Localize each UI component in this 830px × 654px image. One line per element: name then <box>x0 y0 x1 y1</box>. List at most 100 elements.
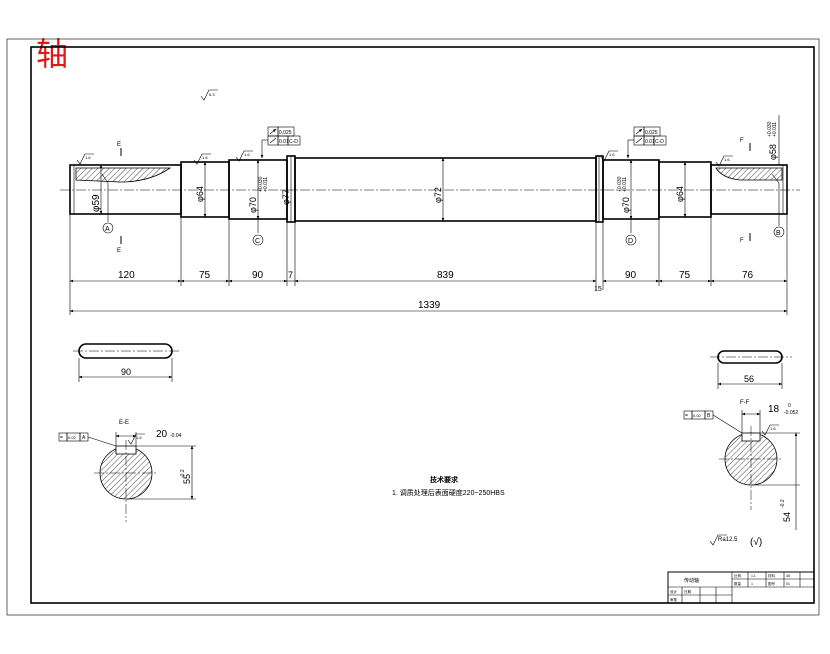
svg-text:=: = <box>685 413 688 419</box>
outer-border <box>6 38 820 616</box>
svg-text:1:1: 1:1 <box>751 574 756 578</box>
svg-text:B: B <box>707 413 711 419</box>
svg-text:Ra12.5: Ra12.5 <box>718 537 738 543</box>
drawing-title: 轴 <box>36 35 69 73</box>
svg-text:审核: 审核 <box>670 597 678 602</box>
svg-text:20: 20 <box>156 429 168 440</box>
svg-text:76: 76 <box>742 270 754 281</box>
svg-text:839: 839 <box>437 270 454 281</box>
svg-text:0.025: 0.025 <box>645 130 658 136</box>
svg-text:55: 55 <box>182 474 192 484</box>
svg-text:材料: 材料 <box>768 573 776 578</box>
section-f-f: F-F 18 0 -0.052 1.6 54 -0.2 = 0.02 B <box>683 400 800 530</box>
svg-text:15: 15 <box>594 286 602 293</box>
svg-text:-0.052: -0.052 <box>784 410 798 416</box>
datum-c-marker: C <box>252 219 264 246</box>
svg-text:E: E <box>117 142 121 148</box>
svg-text:+0.030: +0.030 <box>617 176 623 192</box>
svg-text:+0.011: +0.011 <box>263 177 269 192</box>
svg-text:7: 7 <box>288 270 293 280</box>
svg-text:75: 75 <box>679 270 691 281</box>
svg-text:比例: 比例 <box>734 573 742 578</box>
svg-text:数量: 数量 <box>734 581 742 586</box>
svg-text:C-D: C-D <box>289 139 298 145</box>
svg-text:6.3: 6.3 <box>209 92 215 97</box>
length-dims: 120 75 90 7 839 15 90 75 76 1339 <box>69 214 788 315</box>
svg-text:90: 90 <box>625 270 637 281</box>
svg-text:(√): (√) <box>750 536 762 548</box>
gdt-frame-right: 0.025 0.01 C-D <box>626 126 667 159</box>
svg-text:+0.030: +0.030 <box>767 121 773 137</box>
default-surface-mark: Ra12.5 (√) <box>709 534 762 548</box>
datum-a-marker: A <box>102 183 114 234</box>
svg-text:φ64: φ64 <box>675 186 685 202</box>
svg-text:1.6: 1.6 <box>609 152 615 157</box>
svg-text:φ70: φ70 <box>248 197 258 213</box>
svg-text:D: D <box>628 238 633 245</box>
svg-text:φ70: φ70 <box>621 197 631 213</box>
svg-text:1: 1 <box>751 582 753 586</box>
section-cut-f: F F <box>740 138 751 244</box>
technical-notes: 技术要求 1. 调质处理后表面硬度220~250HBS <box>392 475 505 497</box>
svg-text:0.01: 0.01 <box>279 139 289 145</box>
svg-text:E: E <box>117 248 121 254</box>
svg-text:φ59: φ59 <box>91 194 102 212</box>
svg-text:=: = <box>60 435 63 441</box>
svg-text:F-F: F-F <box>740 400 750 406</box>
svg-text:1.6: 1.6 <box>202 155 208 160</box>
svg-text:90: 90 <box>252 270 264 281</box>
svg-text:日期: 日期 <box>684 589 692 594</box>
svg-text:0.025: 0.025 <box>279 130 292 136</box>
svg-text:1.6: 1.6 <box>244 152 250 157</box>
svg-text:φ72: φ72 <box>433 187 443 203</box>
svg-text:01: 01 <box>786 582 790 586</box>
svg-text:技术要求: 技术要求 <box>430 475 459 484</box>
svg-text:φ58: φ58 <box>768 144 778 160</box>
svg-text:0.01: 0.01 <box>645 139 655 145</box>
svg-text:18: 18 <box>768 404 780 415</box>
section-e-e: E-E 20 -0.04 1.6 55 -0.2 = 0.02 A <box>58 420 196 522</box>
gdt-frame-left: 0.025 0.01 C-D <box>260 126 301 159</box>
svg-text:-0.2: -0.2 <box>780 499 786 508</box>
svg-text:56: 56 <box>744 374 754 384</box>
svg-text:75: 75 <box>199 270 211 281</box>
shaft-main-view <box>60 155 800 223</box>
svg-text:图号: 图号 <box>768 581 776 586</box>
svg-text:F: F <box>740 238 744 244</box>
svg-text:A: A <box>82 435 86 441</box>
datum-d-marker: D <box>625 219 637 246</box>
svg-text:A: A <box>105 226 110 233</box>
svg-text:1.6: 1.6 <box>85 155 91 160</box>
svg-text:φ77: φ77 <box>281 189 291 205</box>
svg-text:+0.030: +0.030 <box>258 176 264 192</box>
svg-text:1.6: 1.6 <box>136 435 142 440</box>
title-block: 传动轴 比例 1:1 材料 45 数量 1 图号 01 设计 审核 日期 <box>667 571 815 604</box>
section-cut-e: E E <box>117 142 122 254</box>
svg-text:+0.011: +0.011 <box>622 177 628 192</box>
diameter-dims: φ59 φ64 φ70 +0.030 +0.011 φ77 φ72 φ70 +0… <box>91 115 780 222</box>
svg-text:+0.011: +0.011 <box>772 122 778 137</box>
svg-text:1.6: 1.6 <box>724 157 730 162</box>
keyway-right-view: 56 <box>710 350 792 389</box>
svg-text:45: 45 <box>786 574 790 578</box>
inner-border <box>30 46 815 604</box>
svg-text:传动轴: 传动轴 <box>684 577 699 584</box>
svg-text:1.6: 1.6 <box>770 426 776 431</box>
datum-b-marker: B <box>773 183 785 238</box>
svg-text:1. 调质处理后表面硬度220~250HBS: 1. 调质处理后表面硬度220~250HBS <box>392 488 505 497</box>
svg-text:90: 90 <box>121 367 131 377</box>
svg-text:120: 120 <box>118 270 135 281</box>
surface-marks-shaft: 6.3 1.6 1.6 1.6 1.6 1.6 <box>76 89 733 167</box>
svg-text:C: C <box>255 238 260 245</box>
svg-text:-0.2: -0.2 <box>180 469 186 478</box>
svg-text:设计: 设计 <box>670 589 678 594</box>
svg-text:-0.04: -0.04 <box>170 433 182 439</box>
svg-text:B: B <box>776 230 781 237</box>
svg-text:E-E: E-E <box>119 420 129 426</box>
svg-text:C-D: C-D <box>655 139 664 145</box>
svg-text:0: 0 <box>788 403 791 409</box>
svg-text:1339: 1339 <box>418 300 441 311</box>
svg-text:φ64: φ64 <box>195 186 205 202</box>
svg-text:0.02: 0.02 <box>693 413 702 418</box>
